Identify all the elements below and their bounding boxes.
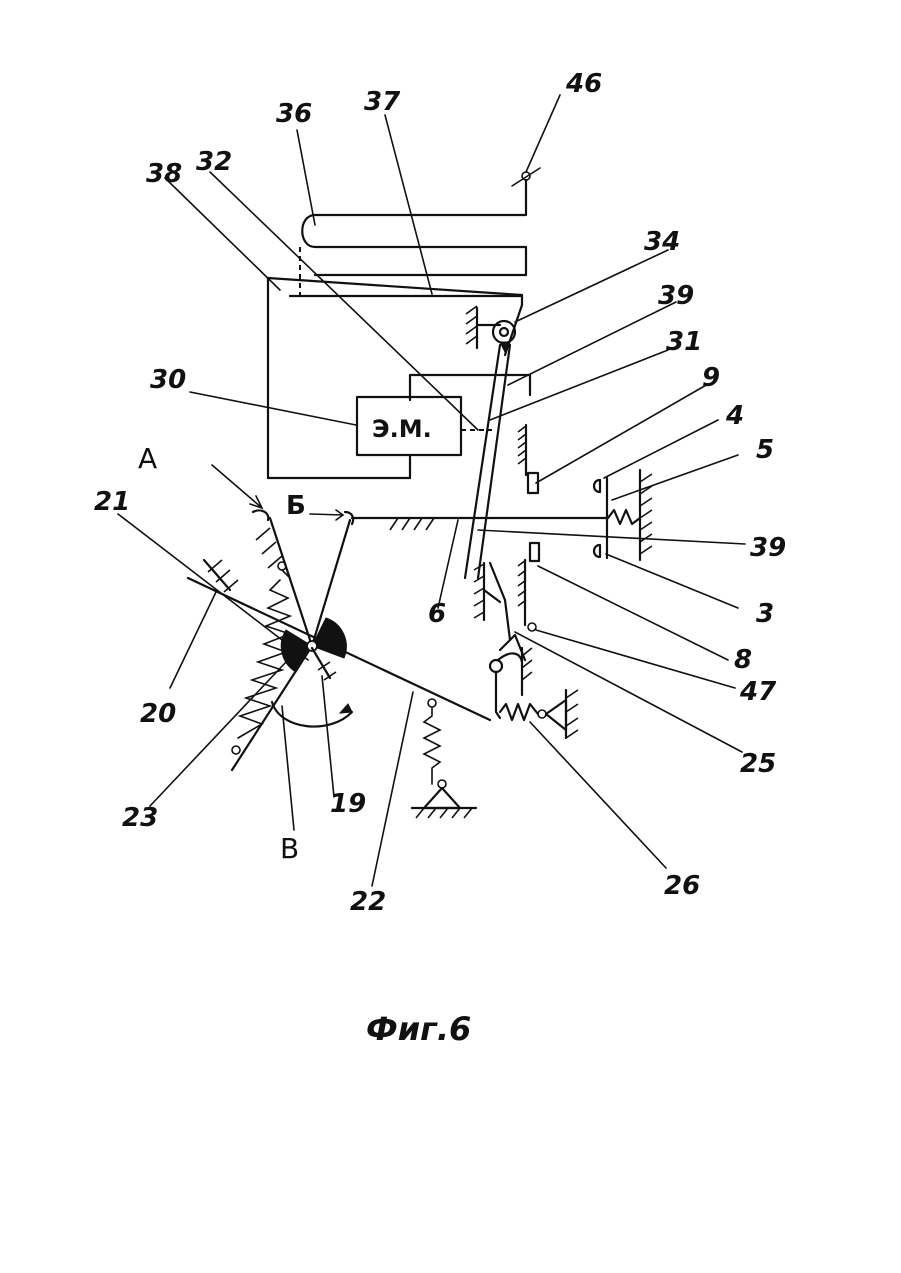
label-6: 6 — [428, 599, 446, 629]
label-39a: 39 — [658, 281, 694, 311]
figure-caption: Фиг.6 — [366, 1010, 471, 1048]
label-8: 8 — [734, 645, 752, 675]
label-9: 9 — [702, 363, 720, 393]
label-5: 5 — [756, 435, 774, 465]
label-39b: 39 — [750, 533, 786, 563]
label-V: В — [280, 832, 299, 865]
label-46: 46 — [565, 69, 602, 99]
electromagnet-box: Э.М. — [357, 397, 492, 455]
label-37: 37 — [364, 87, 401, 117]
leader-lines — [118, 95, 745, 886]
label-36: 36 — [276, 99, 312, 129]
label-26: 26 — [664, 871, 700, 901]
label-31: 31 — [666, 327, 702, 357]
label-47: 47 — [739, 677, 777, 707]
pawl-26 — [490, 635, 578, 738]
electromagnet-label: Э.М. — [372, 415, 432, 443]
label-25: 25 — [740, 749, 776, 779]
label-20: 20 — [140, 699, 176, 729]
label-19: 19 — [330, 789, 366, 819]
label-21: 21 — [94, 487, 130, 517]
label-22: 22 — [350, 887, 386, 917]
upper-housing — [268, 278, 538, 493]
spring-support — [412, 699, 476, 818]
label-4: 4 — [725, 401, 744, 431]
pivot-34 — [466, 306, 515, 352]
bimetal-element-36 — [300, 168, 540, 298]
label-32: 32 — [196, 147, 232, 177]
label-38: 38 — [146, 159, 182, 189]
label-B-cyr: Б — [286, 491, 306, 521]
label-34: 34 — [644, 227, 680, 257]
label-23: 23 — [122, 803, 158, 833]
contacts-3-4-5 — [594, 470, 652, 560]
stop-8 — [518, 543, 539, 631]
label-A: A — [138, 442, 157, 475]
label-30: 30 — [150, 365, 186, 395]
label-3: 3 — [756, 599, 774, 629]
lever-39 — [465, 345, 510, 578]
